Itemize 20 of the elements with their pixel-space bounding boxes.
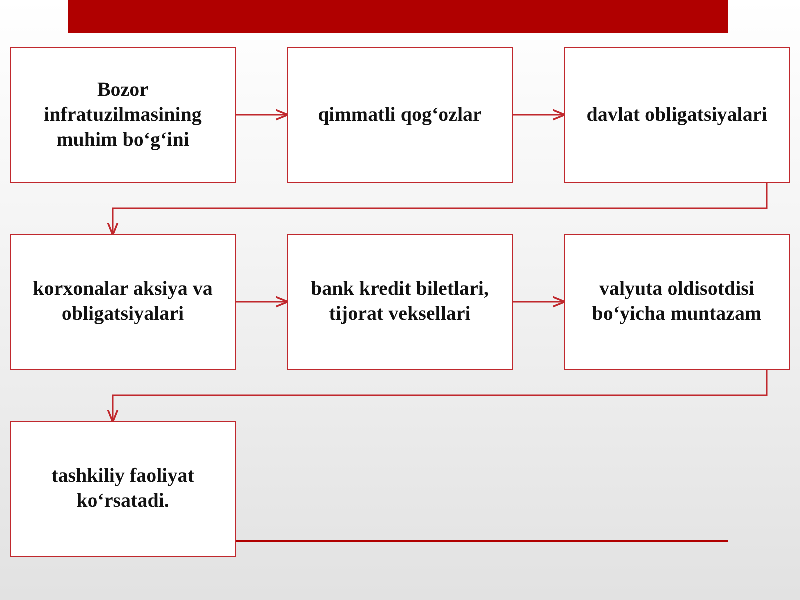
process-box (564, 234, 790, 370)
process-box (287, 234, 513, 370)
box-text: korxonalar aksiya va obligatsiyalari (32, 277, 214, 327)
box-text: tashkiliy faoliyat ko‘rsatadi. (50, 464, 196, 514)
process-box (10, 234, 236, 370)
arrow (107, 183, 768, 236)
process-box (564, 47, 790, 183)
process-box (287, 47, 513, 183)
box-text: qimmatli qog‘ozlar (318, 102, 482, 128)
arrow (236, 296, 290, 308)
arrow (107, 370, 768, 424)
arrow (513, 296, 566, 308)
process-box (10, 47, 236, 183)
arrow (513, 109, 566, 121)
box-text: Bozor infratuzilmasining muhim bo‘g‘ini (43, 78, 203, 152)
arrow (236, 109, 290, 121)
box-text: valyuta oldisotdisi bo‘yicha muntazam (591, 277, 763, 327)
box-text: bank kredit biletlari, tijorat veksellari (310, 277, 490, 327)
process-box (10, 421, 236, 557)
box-text: davlat obligatsiyalari (586, 102, 768, 128)
